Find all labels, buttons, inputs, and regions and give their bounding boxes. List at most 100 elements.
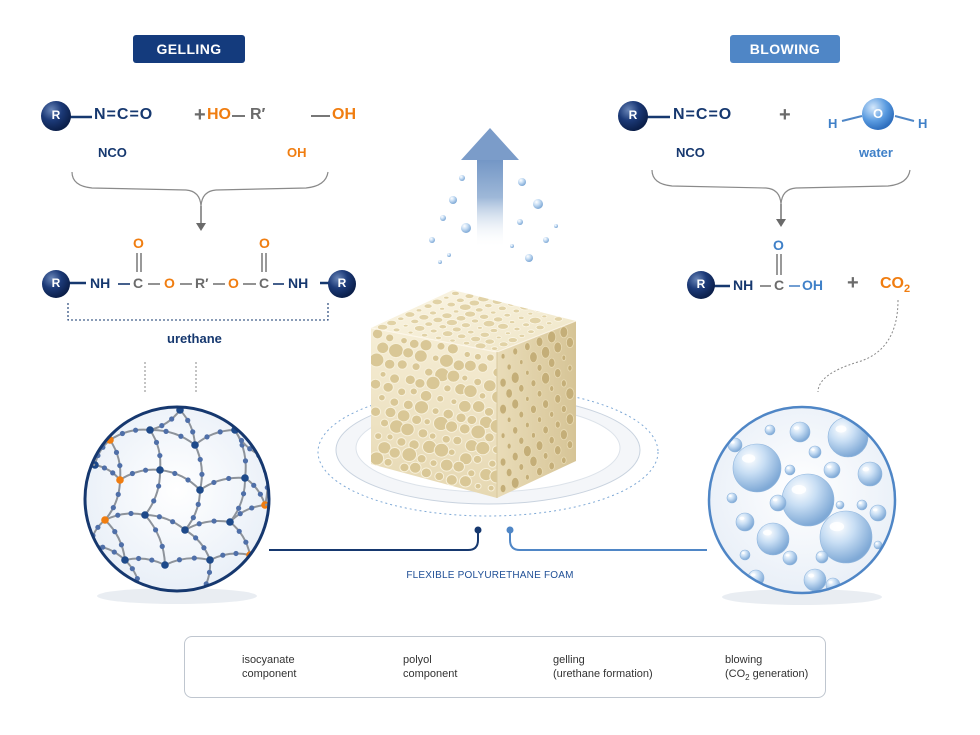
foam-pore: [548, 435, 555, 445]
network-strand: [199, 476, 246, 491]
foam-pore: [400, 422, 415, 437]
foam-pore: [404, 311, 416, 318]
foam-pore: [497, 322, 509, 330]
legend-isocyanate-symbol: R: [215, 660, 223, 672]
foam-pore: [452, 435, 463, 446]
foam-pore: [549, 385, 555, 392]
foam-pore: [415, 308, 423, 313]
foam-pore: [472, 454, 483, 464]
foam-pore: [442, 408, 454, 420]
foam-pore: [374, 432, 383, 440]
network-bead: [100, 544, 106, 550]
network-bead: [172, 470, 178, 477]
foam-pore: [542, 452, 549, 460]
bubble-highlight: [730, 440, 735, 444]
foam-pore: [431, 354, 440, 362]
foam-pore: [536, 363, 543, 372]
carbamic-oh: OH: [802, 277, 823, 293]
down-arrow-icon: [776, 219, 786, 227]
foam-pore: [407, 330, 414, 335]
foam-pore: [507, 337, 518, 344]
network-bead: [110, 505, 116, 511]
rising-bubble: [429, 237, 435, 243]
gelling-header: GELLING: [133, 35, 245, 63]
foam-pore: [411, 362, 421, 371]
foam-pore: [524, 473, 530, 481]
foam-pore: [487, 484, 495, 492]
network-bead: [152, 527, 159, 533]
foam-pore: [463, 359, 477, 372]
foam-pore: [506, 442, 512, 450]
network-bead: [243, 539, 249, 545]
isocyanate-symbol: R: [51, 108, 61, 122]
network-node: [121, 556, 129, 564]
network-bead: [217, 429, 223, 435]
foam-pore: [535, 324, 545, 331]
foam-pore: [550, 310, 557, 314]
co2-bubble: [835, 500, 845, 510]
foam-pore: [559, 429, 568, 441]
foam-pore: [419, 389, 433, 402]
network-bead: [251, 482, 257, 488]
foam-pore: [382, 381, 394, 393]
co2-bubble: [732, 443, 782, 493]
network-bead: [153, 439, 160, 446]
foam-pore: [488, 459, 497, 468]
carbamic-carbonyl-o: O: [773, 237, 784, 253]
network-bead: [204, 434, 210, 440]
blowing-bubbles-circle: [707, 405, 897, 605]
urethane-r-prime: R′: [195, 275, 209, 291]
network-bead: [240, 491, 247, 497]
urethane-nh-left: NH: [90, 275, 111, 291]
foam-pore: [466, 414, 478, 426]
rising-bubble: [533, 199, 543, 209]
foam-pore: [518, 463, 525, 471]
foam-pore: [513, 326, 521, 332]
network-node: [86, 541, 94, 549]
foam-pore: [510, 476, 520, 489]
foam-pore: [533, 306, 545, 313]
blowing-isocyanate-symbol: R: [628, 108, 638, 122]
co2-bubble: [857, 461, 883, 487]
foam-pore: [446, 369, 461, 383]
foam-pore: [549, 410, 555, 418]
foam-pore: [529, 351, 538, 364]
network-bead: [119, 430, 126, 437]
co2-bubble: [756, 522, 790, 556]
foam-pore: [463, 350, 471, 358]
legend-blowing-line1: blowing: [725, 654, 763, 666]
isocyanate-sphere-icon: [687, 271, 715, 299]
foam-pore: [467, 329, 475, 335]
bubble-highlight: [766, 427, 770, 429]
foam-pore: [396, 359, 408, 370]
isocyanate-sphere-icon: [618, 101, 648, 131]
foam-pore: [506, 416, 512, 423]
network-bead: [211, 479, 217, 486]
foam-pore: [380, 418, 390, 428]
co2-label: CO2: [880, 275, 910, 295]
foam-pore: [443, 384, 452, 393]
network-strand: [194, 444, 203, 491]
foam-pore: [470, 335, 482, 343]
co2-bubble: [739, 549, 751, 561]
foam-pore: [565, 337, 574, 349]
foam-pore: [416, 453, 427, 464]
foam-pore: [461, 374, 469, 382]
foam-cube: [370, 290, 577, 498]
network-strand: [184, 519, 231, 531]
rising-bubble: [449, 196, 457, 204]
network-bead: [242, 458, 249, 464]
legend-polyol-symbol: R′: [365, 660, 377, 672]
foam-pore: [478, 392, 487, 400]
foam-pore: [425, 375, 441, 391]
foam-pore: [432, 316, 444, 324]
gelling-nco-label: NCO: [98, 145, 127, 160]
urethane-c-right: C: [259, 275, 270, 291]
foam-pore: [385, 333, 395, 343]
foam-pore: [441, 330, 454, 337]
isocyanate-sphere-icon: [328, 270, 356, 298]
legend-gelling-text: gelling (urethane formation): [553, 653, 653, 681]
gelling-isocyanate-group: N=C=O: [94, 106, 154, 123]
water-h-left: H: [828, 116, 838, 131]
foam-pore: [386, 433, 394, 441]
